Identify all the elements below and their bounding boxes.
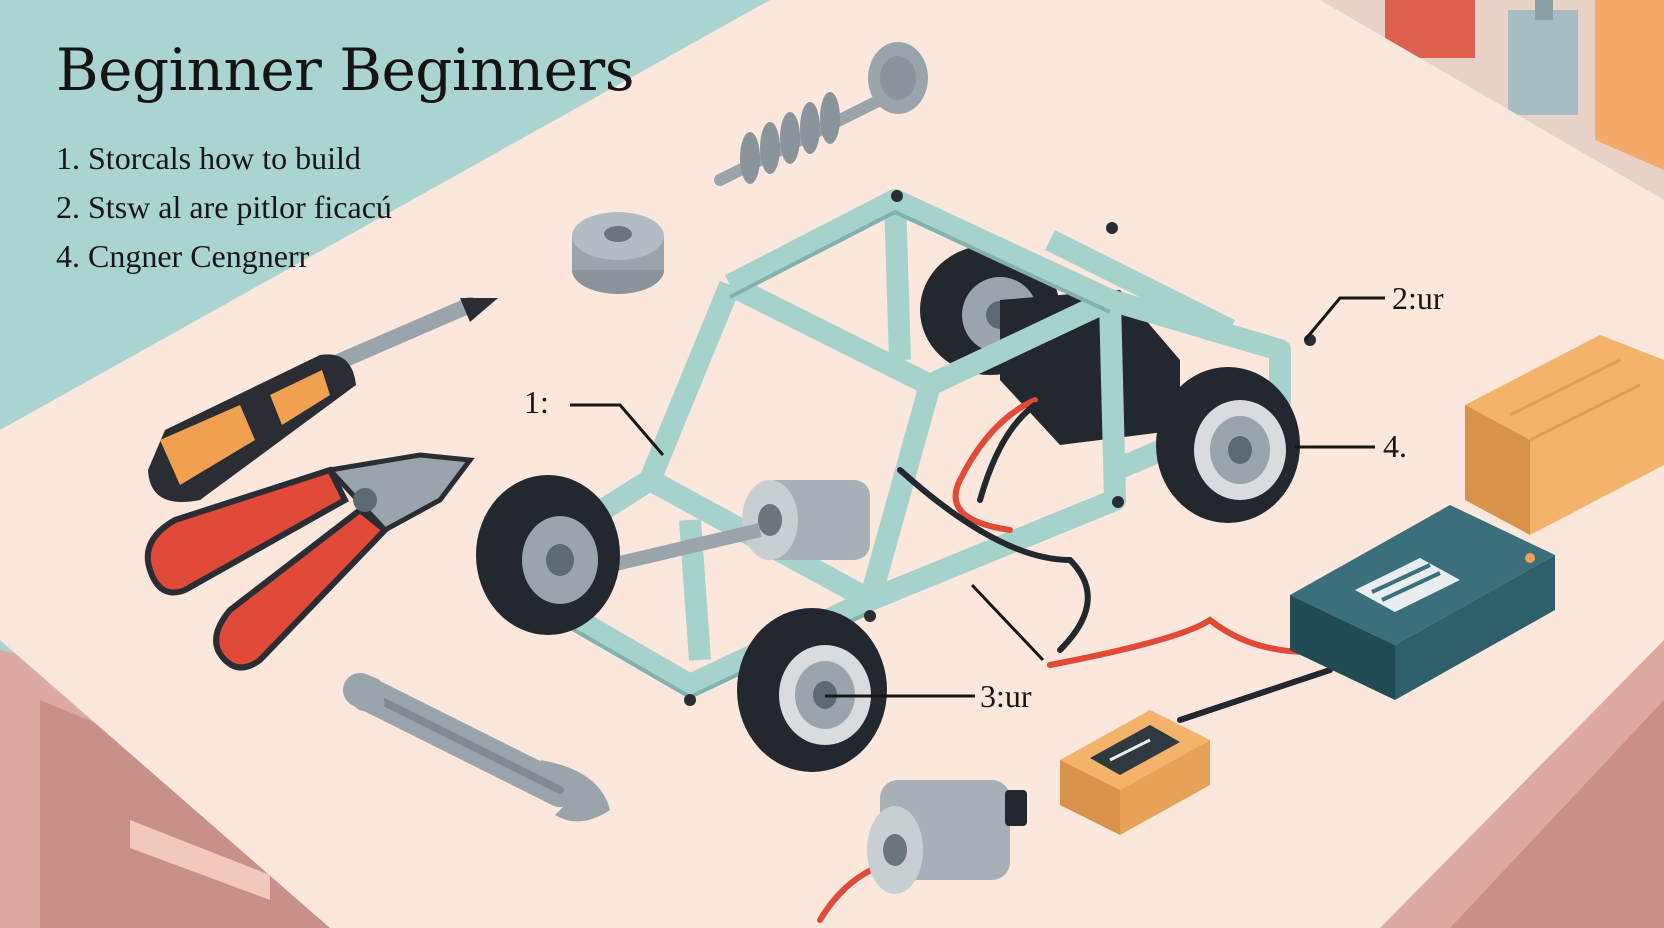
step-item: 2. Stsw al are pitlor ficacú (56, 189, 392, 225)
wrench-icon (343, 673, 610, 822)
step-item: 4. Cngner Cengnerr (56, 238, 310, 274)
desk-drawers (40, 700, 1664, 928)
pliers-icon (144, 452, 475, 671)
spare-motor-icon (867, 780, 1027, 894)
screwdriver-icon (148, 297, 498, 502)
callout-label-1: 1: (524, 384, 549, 420)
text-panel-background (0, 0, 770, 430)
wooden-block-icon (1465, 335, 1664, 535)
callout-leaders (570, 296, 1385, 698)
nut-icon (572, 212, 664, 294)
spring-bolt-icon (714, 42, 928, 186)
front-wheel-right-icon (737, 608, 887, 772)
step-item: 1. Storcalѕ how to build (56, 140, 361, 176)
front-wheel-left-icon (476, 475, 620, 635)
rear-wheel-right-icon (1156, 367, 1300, 523)
frame-holes (509, 190, 1316, 706)
callout-label-3: 3:ur (980, 678, 1032, 714)
page-title: Beginner Beginners (56, 36, 634, 104)
callout-label-4: 4. (1383, 428, 1407, 464)
battery-box-icon (1290, 505, 1555, 700)
callout-label-2: 2:ur (1392, 280, 1444, 316)
steps-list: 1. Storcalѕ how to build 2. Stsw al are … (56, 134, 392, 281)
switch-box-icon (1060, 710, 1210, 835)
